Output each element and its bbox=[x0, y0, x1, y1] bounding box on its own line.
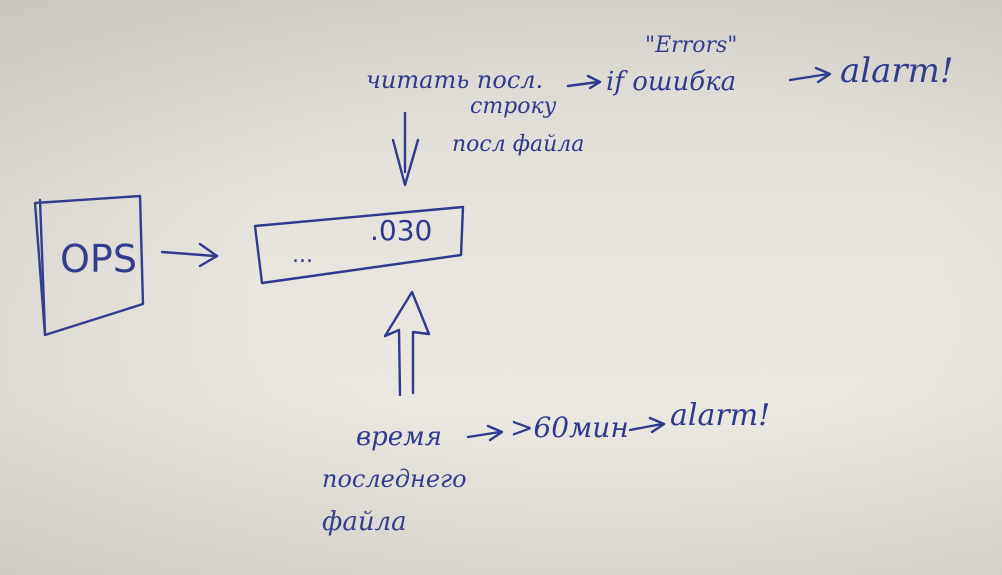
arrow-threshold-to-alarm bbox=[628, 416, 666, 434]
top-note-errors: "Errors" bbox=[645, 33, 737, 58]
bottom-note-line1: время bbox=[356, 422, 442, 452]
file-box bbox=[253, 205, 465, 285]
top-note-line3: посл файла bbox=[452, 132, 584, 157]
ops-box bbox=[33, 194, 145, 337]
ops-box-inner-edge bbox=[38, 198, 47, 335]
bottom-note-alarm: alarm! bbox=[670, 398, 770, 433]
file-dots: ... bbox=[292, 243, 313, 268]
file-suffix: .030 bbox=[370, 214, 432, 247]
top-note-line1: читать посл. bbox=[366, 66, 543, 94]
top-note-alarm: alarm! bbox=[840, 51, 954, 91]
bottom-note-line2: последнего bbox=[322, 465, 467, 493]
bottom-note-threshold: >60мин bbox=[510, 411, 629, 444]
arrow-if-to-alarm bbox=[788, 66, 832, 84]
arrow-top-to-if bbox=[566, 74, 602, 90]
ops-label: OPS bbox=[60, 237, 137, 281]
top-note-line2: строку bbox=[470, 94, 557, 119]
arrow-up-to-file bbox=[383, 290, 431, 397]
arrow-ops-to-file bbox=[160, 242, 219, 268]
arrow-time-to-threshold bbox=[466, 424, 504, 442]
top-note-if: if ошибка bbox=[606, 67, 736, 97]
bottom-note-line3: файла bbox=[322, 507, 407, 537]
arrow-down-to-file bbox=[391, 111, 420, 187]
